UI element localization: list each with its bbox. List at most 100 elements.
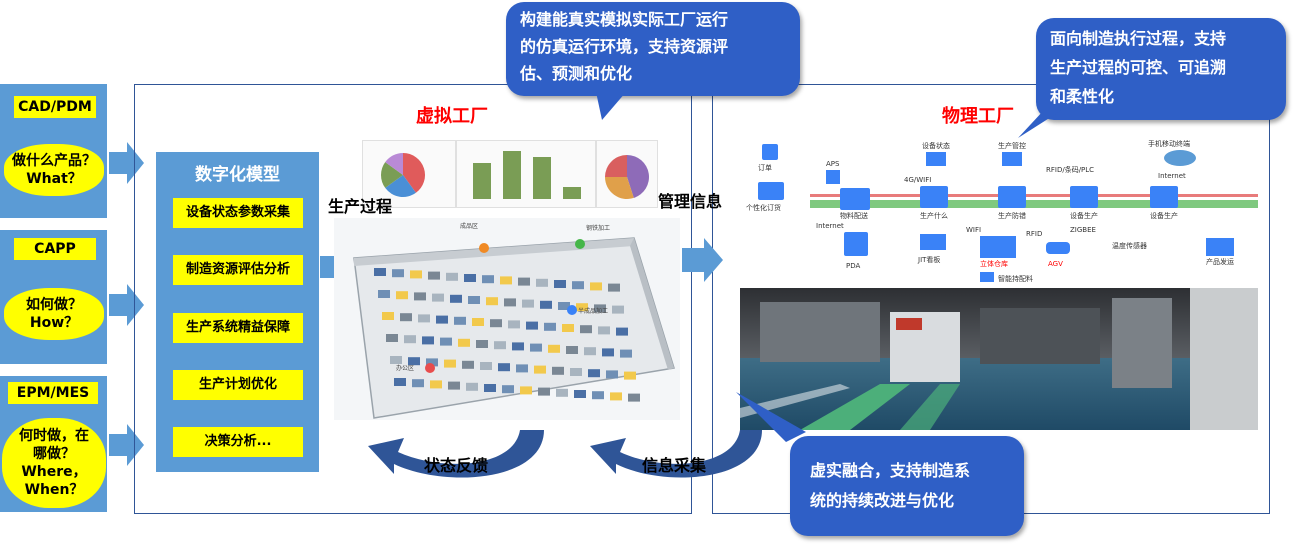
machine xyxy=(556,388,568,397)
factory-floor-photo xyxy=(740,288,1258,430)
machine xyxy=(590,282,602,291)
machine xyxy=(572,281,584,290)
pie-chart-right xyxy=(596,140,658,208)
scene-tag: 半成品加工 xyxy=(578,307,608,315)
diagram-label: 产品发运 xyxy=(1206,257,1234,266)
machine xyxy=(472,318,484,326)
question-cloud-when-where: 何时做，在 哪做？ Where， When？ xyxy=(2,418,106,508)
left-panel-epm: EPM/MES 何时做，在 哪做？ Where， When？ xyxy=(0,376,107,512)
machine xyxy=(612,305,624,314)
machine xyxy=(432,293,444,302)
physical-factory-title: 物理工厂 xyxy=(942,106,1014,127)
machine xyxy=(592,391,604,400)
diagram-label: 订单 xyxy=(758,163,772,172)
diagram-label: 物料配送 xyxy=(840,211,868,220)
callout-line: 构建能真实模拟实际工厂运行 xyxy=(520,10,729,29)
arrow-right-icon xyxy=(109,424,144,466)
machine xyxy=(410,270,422,279)
callout-pointer-icon xyxy=(596,92,626,120)
machine xyxy=(620,349,632,358)
machine xyxy=(490,319,502,328)
machine xyxy=(504,298,516,307)
machine xyxy=(574,390,586,398)
machine xyxy=(428,271,440,280)
machine xyxy=(584,347,596,356)
question-line: 做什么产品？ xyxy=(12,153,96,169)
machine xyxy=(538,387,550,396)
machine xyxy=(536,278,548,287)
machine xyxy=(610,392,622,401)
machine xyxy=(390,356,402,364)
machine xyxy=(386,334,398,342)
pie-slice xyxy=(381,162,403,188)
machine xyxy=(448,381,460,390)
machine xyxy=(458,338,470,347)
callout-pointer-icon xyxy=(736,392,806,442)
factory-photo-svg xyxy=(740,288,1258,430)
machine xyxy=(598,326,610,335)
question-line: When？ xyxy=(24,482,84,498)
machine xyxy=(378,290,390,298)
machine xyxy=(570,368,582,376)
management-info-label: 管理信息 xyxy=(658,192,723,211)
virtual-factory-frame xyxy=(134,84,692,514)
bar-chart-svg xyxy=(473,151,581,199)
machine xyxy=(534,365,546,374)
machine xyxy=(446,272,458,281)
machine xyxy=(412,379,424,388)
pie-slice xyxy=(403,153,425,193)
diagram-label: 生产管控 xyxy=(998,141,1026,150)
machine xyxy=(394,378,406,386)
diagram-label: 设备生产 xyxy=(1150,211,1178,220)
integration-callout: 虚实融合，支持制造系 统的持续改进与优化 xyxy=(790,436,1024,536)
factory-3d-scene: 成品区 钢铁加工 半成品加工 办公区 xyxy=(334,218,680,420)
machine xyxy=(608,283,620,292)
machine xyxy=(522,299,534,308)
machine xyxy=(498,363,510,372)
callout-line: 生产过程的可控、可追溯 xyxy=(1050,58,1227,77)
cad-pdm-label: CAD/PDM xyxy=(14,96,96,118)
question-line: 哪做？ xyxy=(33,446,75,462)
machine xyxy=(462,360,474,369)
callout-line: 和柔性化 xyxy=(1050,87,1115,106)
iot-flow-diagram: 订单 个性化订货 APS 物料配送 Internet PDA 设备状态 4G/W… xyxy=(740,138,1258,288)
machine xyxy=(624,371,636,380)
machine xyxy=(418,314,430,323)
machine xyxy=(576,303,588,312)
model-item: 生产系统精益保障 xyxy=(173,313,303,343)
diagram-label: 设备状态 xyxy=(922,141,950,150)
diagram-label: 温度传感器 xyxy=(1112,241,1147,250)
collection-arc-icon xyxy=(590,430,762,478)
machine xyxy=(628,393,640,402)
diagram-label: JIT看板 xyxy=(917,255,940,264)
diagram-label: Internet xyxy=(816,222,844,230)
pie-slice xyxy=(627,155,649,198)
callout-line: 统的持续改进与优化 xyxy=(810,491,955,510)
capp-label: CAPP xyxy=(14,238,96,260)
machine xyxy=(606,370,618,379)
machine xyxy=(414,292,426,301)
bar xyxy=(563,187,581,199)
question-line: Where， xyxy=(21,464,87,480)
diagram-label: Internet xyxy=(1158,172,1186,180)
diagram-label: 生产什么 xyxy=(920,211,948,220)
machine xyxy=(502,385,514,394)
machine xyxy=(602,348,614,357)
machine xyxy=(444,359,456,368)
pie-chart-left xyxy=(362,140,456,208)
machine xyxy=(450,294,462,303)
callout-line: 的仿真运行环境，支持资源评 xyxy=(520,37,729,56)
digital-model-title: 数字化模型 xyxy=(195,165,280,185)
diagram-label: 个性化订货 xyxy=(746,203,781,212)
machine xyxy=(558,302,570,310)
diagram-label: 立体仓库 xyxy=(980,259,1008,268)
feedback-label: 状态反馈 xyxy=(424,456,489,475)
machine xyxy=(566,346,578,354)
machine xyxy=(396,291,408,300)
diagram-label: AGV xyxy=(1048,260,1063,268)
callout-line: 虚实融合，支持制造系 xyxy=(810,461,971,480)
diagram-label: RFID xyxy=(1026,230,1042,238)
question-line: What？ xyxy=(26,171,82,187)
left-panel-capp: CAPP 如何做？ How？ xyxy=(0,230,107,364)
diagram-label: 手机移动终端 xyxy=(1148,139,1190,148)
